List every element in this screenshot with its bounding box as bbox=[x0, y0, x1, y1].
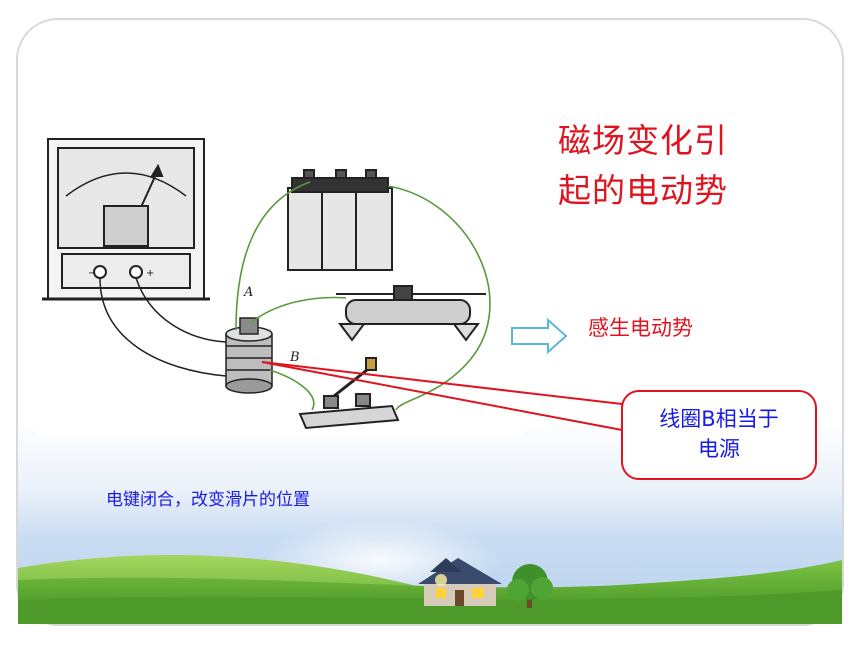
house-icon bbox=[418, 558, 502, 606]
rheostat-icon bbox=[336, 285, 486, 342]
callout-line-2: 电源 bbox=[698, 437, 740, 461]
minus-terminal-mark: − bbox=[88, 268, 96, 279]
callout-box: 线圈B相当于 电源 bbox=[621, 390, 817, 480]
galvanometer-icon bbox=[42, 138, 210, 301]
title-line-2: 起的电动势 bbox=[558, 171, 728, 210]
plus-terminal-mark: + bbox=[146, 268, 154, 279]
slide-title: 磁场变化引 起的电动势 bbox=[558, 116, 758, 216]
emf-label: 感生电动势 bbox=[588, 316, 693, 340]
callout-pointer bbox=[261, 361, 623, 431]
label-b: B bbox=[289, 350, 300, 365]
label-a: A bbox=[243, 285, 253, 300]
wires bbox=[235, 181, 491, 411]
title-line-1: 磁场变化引 bbox=[558, 121, 728, 160]
galvanometer-wires bbox=[99, 277, 227, 377]
caption-text: 电键闭合，改变滑片的位置 bbox=[106, 490, 310, 510]
callout-line-1: 线圈B相当于 bbox=[659, 407, 779, 431]
switch-icon bbox=[298, 357, 400, 430]
foreground-grass bbox=[18, 590, 842, 624]
tree-icon bbox=[507, 564, 553, 608]
arrow-icon bbox=[511, 317, 568, 355]
battery-icon bbox=[287, 169, 393, 271]
coil-icon bbox=[225, 317, 273, 394]
